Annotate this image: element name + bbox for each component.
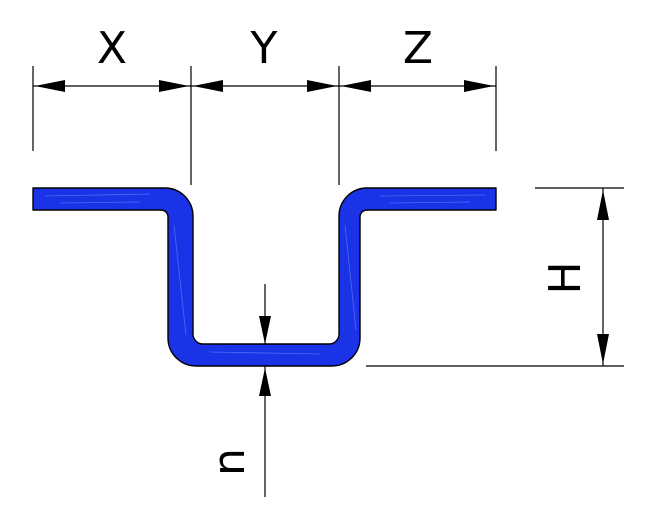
texture-line — [344, 224, 357, 331]
label-x: X — [97, 23, 127, 74]
extension-lines-top — [32, 66, 497, 185]
texture-line — [209, 351, 321, 355]
label-n: n — [204, 448, 255, 476]
arrow-head-y-left — [193, 80, 223, 92]
arrow-head-y-right — [307, 80, 337, 92]
profile-shape — [32, 187, 497, 367]
texture-line — [379, 194, 486, 197]
dimension-xyz: X Y Z — [33, 23, 496, 92]
dimension-n: n — [204, 284, 271, 497]
arrow-head-z-left — [341, 80, 371, 92]
texture-line — [173, 224, 187, 336]
arrow-head-h-bottom — [597, 334, 609, 364]
label-y: Y — [250, 23, 278, 74]
texture-line — [44, 193, 151, 197]
arrow-head-n-top — [259, 316, 271, 344]
arrow-head-n-bottom — [259, 368, 271, 396]
arrow-head-x-right — [159, 80, 189, 92]
hat-profile — [32, 187, 497, 367]
label-h: H — [540, 261, 591, 294]
arrow-head-z-right — [464, 80, 494, 92]
arrow-head-x-left — [35, 80, 65, 92]
label-z: Z — [403, 23, 433, 74]
dimension-h: H — [366, 187, 624, 367]
arrow-head-h-top — [597, 190, 609, 220]
texture-line — [389, 201, 471, 204]
texture-line — [59, 201, 141, 204]
